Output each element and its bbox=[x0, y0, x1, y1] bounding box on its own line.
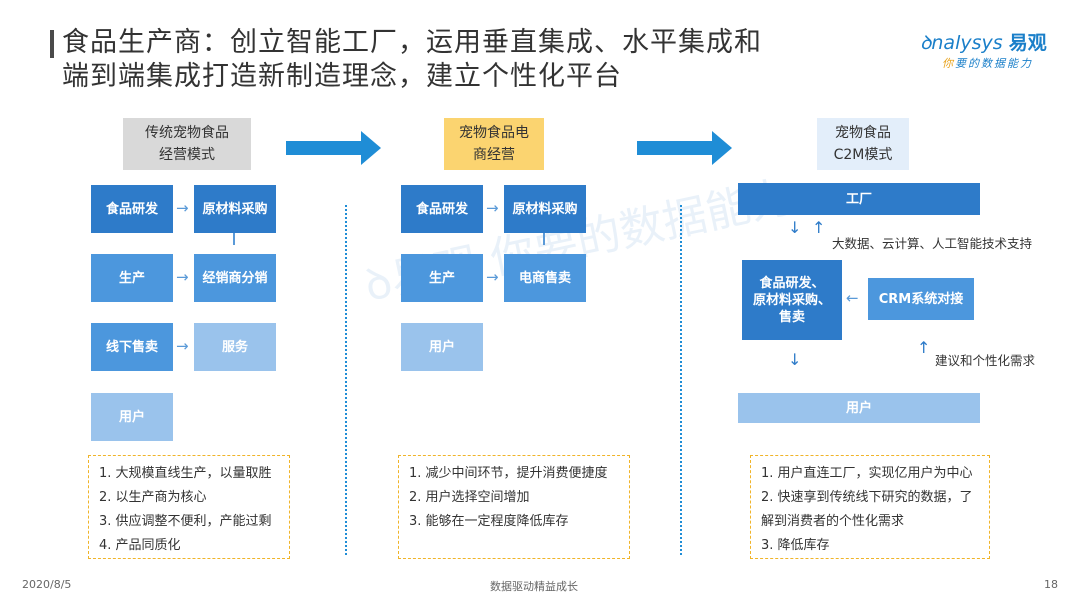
col3-notes: 1. 用户直连工厂，实现亿用户为中心 2. 快速享到传统线下研究的数据，了 解到… bbox=[750, 455, 990, 559]
col1-box-procurement: 原材料采购 bbox=[194, 185, 276, 233]
col2-box-rd: 食品研发 bbox=[401, 185, 483, 233]
col2-note-3: 3. 能够在一定程度降低库存 bbox=[409, 514, 569, 529]
col2-box-procurement: 原材料采购 bbox=[504, 185, 586, 233]
analysys-logo: ꝺnalysys 易观 你要的数据能力 bbox=[920, 28, 1060, 71]
col1-box-production: 生产 bbox=[91, 254, 173, 302]
col1-note-4: 4. 产品同质化 bbox=[99, 538, 181, 553]
model-label-ecommerce: 宠物食品电商经营 bbox=[444, 118, 544, 170]
col1-box-distribution: 经销商分销 bbox=[194, 254, 276, 302]
footer-date: 2020/8/5 bbox=[22, 578, 72, 591]
page-title: 食品生产商：创立智能工厂，运用垂直集成、水平集成和 端到端集成打造新制造理念，建… bbox=[62, 26, 882, 94]
col3-arrow-down-2-icon: ↓ bbox=[788, 350, 802, 369]
col3-arrow-down-1-icon: ↓ bbox=[788, 218, 802, 237]
col3-arrow-up-1-icon: ↑ bbox=[812, 218, 826, 237]
logo-swirl-icon: ꝺ bbox=[920, 32, 932, 54]
col3-arrow-up-2-icon: ↑ bbox=[917, 338, 931, 357]
col1-box-user: 用户 bbox=[91, 393, 173, 441]
logo-brand-en: nalysys bbox=[931, 32, 1003, 54]
col1-arrow-3-icon: → bbox=[176, 337, 189, 355]
col3-note-3: 3. 降低库存 bbox=[761, 538, 830, 553]
col2-notes: 1. 减少中间环节，提升消费便捷度 2. 用户选择空间增加 3. 能够在一定程度… bbox=[398, 455, 630, 559]
col1-arrow-1-icon: → bbox=[176, 199, 189, 217]
col1-box-rd: 食品研发 bbox=[91, 185, 173, 233]
big-arrow-1-icon bbox=[361, 131, 381, 165]
model-label-traditional: 传统宠物食品经营模式 bbox=[123, 118, 251, 170]
col3-box-user: 用户 bbox=[738, 393, 980, 423]
col2-box-production: 生产 bbox=[401, 254, 483, 302]
col1-connector-line bbox=[233, 233, 235, 245]
col3-arrow-left-icon: ← bbox=[846, 289, 859, 307]
col2-box-ecommerce-sales: 电商售卖 bbox=[504, 254, 586, 302]
title-line-2: 端到端集成打造新制造理念，建立个性化平台 bbox=[62, 61, 622, 92]
logo-brand: ꝺnalysys 易观 bbox=[920, 28, 1060, 55]
col2-note-1: 1. 减少中间环节，提升消费便捷度 bbox=[409, 466, 608, 481]
col1-note-3: 3. 供应调整不便利，产能过剩 bbox=[99, 514, 272, 529]
title-line-1: 食品生产商：创立智能工厂，运用垂直集成、水平集成和 bbox=[62, 27, 762, 58]
column-separator-2 bbox=[680, 205, 682, 555]
col1-notes: 1. 大规模直线生产，以量取胜 2. 以生产商为核心 3. 供应调整不便利，产能… bbox=[88, 455, 290, 559]
big-arrow-1-body bbox=[286, 141, 362, 155]
big-arrow-2-icon bbox=[712, 131, 732, 165]
column-separator-1 bbox=[345, 205, 347, 555]
col1-box-offline-sales: 线下售卖 bbox=[91, 323, 173, 371]
col3-suggest-label: 建议和个性化需求 bbox=[935, 353, 1036, 368]
col2-box-user: 用户 bbox=[401, 323, 483, 371]
col3-note-2-cont: 解到消费者的个性化需求 bbox=[761, 514, 905, 529]
col3-note-2: 2. 快速享到传统线下研究的数据，了 bbox=[761, 490, 973, 505]
col1-box-service: 服务 bbox=[194, 323, 276, 371]
page-number: 18 bbox=[1044, 578, 1058, 591]
col1-arrow-2-icon: → bbox=[176, 268, 189, 286]
big-arrow-2-body bbox=[637, 141, 713, 155]
col3-tech-support-label: 大数据、云计算、人工智能技术支持 bbox=[832, 236, 1033, 251]
col3-box-crm: CRM系统对接 bbox=[868, 278, 974, 320]
col1-note-1: 1. 大规模直线生产，以量取胜 bbox=[99, 466, 272, 481]
col1-note-2: 2. 以生产商为核心 bbox=[99, 490, 207, 505]
col3-box-factory: 工厂 bbox=[738, 183, 980, 215]
logo-tagline-a: 你 bbox=[942, 57, 955, 70]
footer-center: 数据驱动精益成长 bbox=[490, 580, 578, 593]
col2-arrow-1-icon: → bbox=[486, 199, 499, 217]
logo-tagline-b: 要的数据能力 bbox=[955, 57, 1033, 70]
col3-box-center: 食品研发、原材料采购、售卖 bbox=[742, 260, 842, 340]
col3-note-1: 1. 用户直连工厂，实现亿用户为中心 bbox=[761, 466, 973, 481]
col2-connector-line bbox=[543, 233, 545, 245]
col2-note-2: 2. 用户选择空间增加 bbox=[409, 490, 530, 505]
logo-brand-cn: 易观 bbox=[1008, 32, 1047, 54]
col2-arrow-2-icon: → bbox=[486, 268, 499, 286]
logo-tagline: 你要的数据能力 bbox=[942, 55, 1060, 71]
title-accent-bar bbox=[50, 30, 54, 58]
